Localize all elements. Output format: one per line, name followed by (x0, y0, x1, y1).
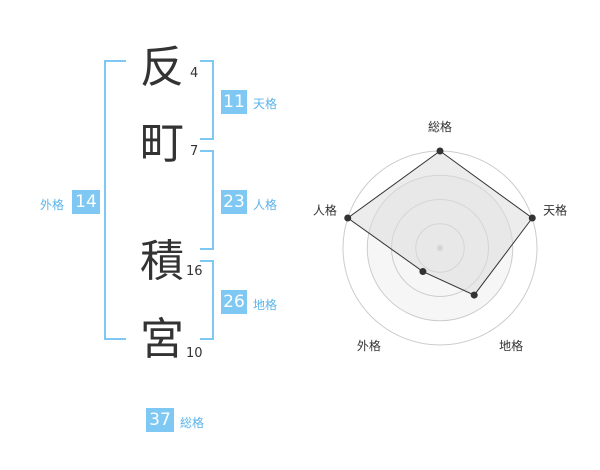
chikaku-label: 地格 (253, 298, 278, 312)
name-char-2: 町 (140, 118, 184, 169)
gaikaku-badge: 14 (72, 190, 100, 214)
radar-shape (346, 150, 533, 296)
radar-axis-label: 外格 (357, 338, 381, 353)
soukaku-label: 総格 (180, 416, 205, 430)
radar-points (344, 147, 536, 299)
radar-point (344, 214, 352, 222)
tenkaku-label: 天格 (253, 97, 278, 111)
stroke-count-1: 4 (190, 66, 199, 81)
radar-axis-label: 地格 (499, 338, 523, 353)
radar-axis-label: 天格 (543, 203, 567, 218)
jinkaku-label: 人格 (253, 198, 278, 212)
radar-axis-label: 総格 (428, 119, 452, 134)
jinkaku-bracket (200, 150, 214, 250)
name-char-4: 宮 (140, 314, 184, 365)
radar-point (419, 268, 427, 276)
chikaku-badge: 26 (221, 290, 247, 314)
jinkaku-badge: 23 (221, 190, 247, 214)
tenkaku-badge: 11 (221, 90, 247, 114)
chikaku-bracket (200, 260, 214, 340)
stroke-count-2: 7 (190, 144, 199, 159)
stroke-count-3: 16 (186, 264, 203, 279)
soukaku-badge: 37 (146, 408, 174, 432)
radar-axis-label: 人格 (313, 203, 337, 218)
radar-point (436, 147, 444, 155)
name-char-3: 積 (140, 236, 184, 287)
radar-point (528, 214, 536, 222)
tenkaku-bracket (200, 60, 214, 140)
gaikaku-bracket (104, 60, 126, 340)
gaikaku-label: 外格 (40, 198, 65, 212)
name-char-1: 反 (140, 42, 184, 93)
stroke-count-4: 10 (186, 346, 203, 361)
radar-point (470, 291, 478, 299)
